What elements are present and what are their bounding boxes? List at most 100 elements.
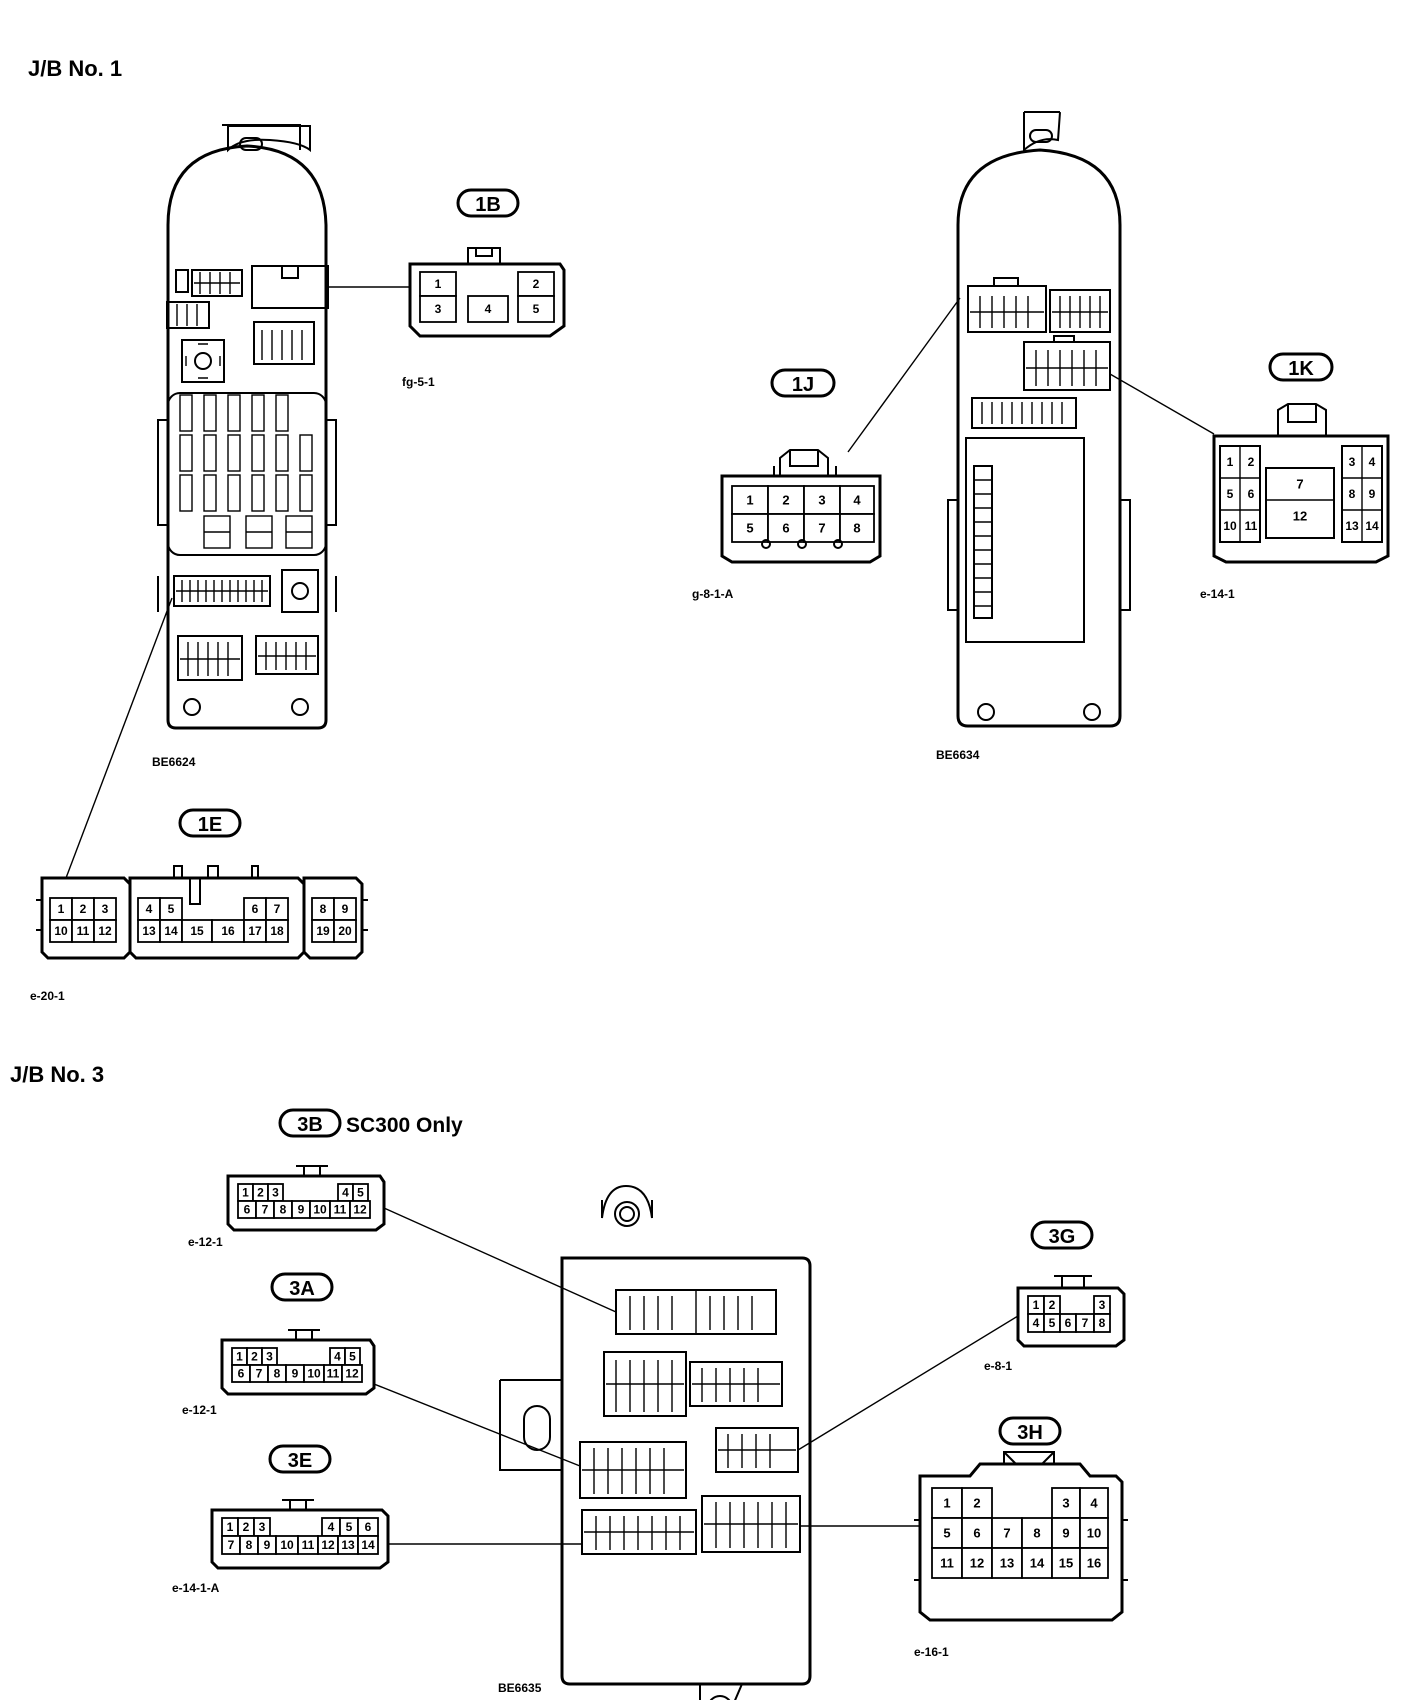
connector-3B-note: SC300 Only	[346, 1114, 463, 1137]
svg-text:1: 1	[58, 902, 65, 916]
svg-text:17: 17	[248, 924, 262, 938]
svg-text:6: 6	[1065, 1316, 1072, 1330]
tag-3B: 3B	[278, 1108, 342, 1138]
connector-1E: 1E 1 2 3 10 11 12 4 5 6 7 13 14 15 16 17…	[30, 808, 368, 1003]
svg-text:1: 1	[227, 1520, 234, 1534]
svg-text:1: 1	[943, 1496, 950, 1511]
svg-text:1: 1	[746, 493, 753, 508]
svg-text:4: 4	[1090, 1496, 1098, 1511]
svg-text:12: 12	[353, 1203, 367, 1217]
svg-text:16: 16	[1087, 1556, 1101, 1571]
svg-text:7: 7	[274, 902, 281, 916]
svg-text:15: 15	[1059, 1556, 1073, 1571]
svg-text:5: 5	[533, 302, 540, 316]
figure-code-jb3: BE6635	[498, 1681, 542, 1695]
svg-text:3: 3	[102, 902, 109, 916]
svg-text:2: 2	[533, 277, 540, 291]
svg-text:3: 3	[272, 1186, 279, 1200]
svg-text:14: 14	[1030, 1556, 1045, 1571]
connector-3E-code: e-14-1-A	[172, 1581, 220, 1595]
figure-code-right: BE6634	[936, 748, 980, 762]
svg-text:2: 2	[251, 1350, 258, 1364]
tag-3H: 3H	[998, 1416, 1062, 1446]
svg-text:1B: 1B	[475, 194, 501, 216]
svg-text:6: 6	[782, 521, 789, 536]
tag-3G: 3G	[1030, 1220, 1094, 1250]
svg-text:7: 7	[228, 1538, 235, 1552]
svg-text:16: 16	[221, 924, 235, 938]
svg-text:3: 3	[435, 302, 442, 316]
svg-text:2: 2	[257, 1186, 264, 1200]
connector-3A: 3A 1 2 3 4 5 6 7 8 9 10 11 12 e-12-1	[182, 1272, 376, 1417]
tag-1J: 1J	[770, 368, 836, 398]
connector-3H-code: e-16-1	[914, 1645, 949, 1659]
svg-text:8: 8	[320, 902, 327, 916]
jb1-left-box	[157, 124, 337, 730]
connector-1J-code: g-8-1-A	[692, 587, 734, 601]
connector-1B-code: fg-5-1	[402, 375, 435, 389]
svg-text:5: 5	[346, 1520, 353, 1534]
svg-text:8: 8	[1033, 1526, 1040, 1541]
svg-text:4: 4	[146, 902, 153, 916]
svg-text:7: 7	[262, 1203, 269, 1217]
tag-3A: 3A	[270, 1272, 334, 1302]
svg-text:3B: 3B	[297, 1114, 323, 1136]
svg-text:1: 1	[435, 277, 442, 291]
svg-text:9: 9	[298, 1203, 305, 1217]
svg-text:7: 7	[1003, 1526, 1010, 1541]
tag-1K: 1K	[1268, 352, 1334, 382]
connector-3A-code: e-12-1	[182, 1403, 217, 1417]
svg-text:3: 3	[818, 493, 825, 508]
svg-text:19: 19	[316, 924, 330, 938]
svg-text:13: 13	[1000, 1556, 1014, 1571]
svg-text:1: 1	[1033, 1298, 1040, 1312]
svg-text:6: 6	[1248, 487, 1255, 501]
connector-3G: 3G 1 2 3 4 5 6 7 8 e-8-1	[984, 1220, 1126, 1373]
svg-text:3H: 3H	[1017, 1422, 1043, 1444]
connector-1K-code: e-14-1	[1200, 587, 1235, 601]
svg-text:6: 6	[973, 1526, 980, 1541]
svg-text:1: 1	[242, 1186, 249, 1200]
svg-text:11: 11	[327, 1367, 340, 1381]
svg-text:9: 9	[342, 902, 349, 916]
svg-text:7: 7	[1296, 477, 1303, 492]
jb1-right-box	[947, 111, 1131, 728]
connector-3H: 3H 1 2 3 4 5 6 7 8 9 10 11 12 13 14 15 1…	[914, 1416, 1128, 1659]
svg-text:9: 9	[1369, 487, 1376, 501]
svg-text:12: 12	[970, 1556, 984, 1571]
connector-3B: 3B SC300 Only 1 2 3 4 5 6 7 8 9 10 11 12…	[188, 1108, 463, 1249]
svg-text:13: 13	[341, 1538, 355, 1552]
svg-text:2: 2	[1049, 1298, 1056, 1312]
connector-3G-code: e-8-1	[984, 1359, 1012, 1373]
svg-text:4: 4	[853, 493, 861, 508]
svg-text:9: 9	[1062, 1526, 1069, 1541]
svg-text:7: 7	[256, 1367, 263, 1381]
svg-text:9: 9	[264, 1538, 271, 1552]
svg-text:10: 10	[307, 1367, 321, 1381]
svg-text:3E: 3E	[288, 1450, 312, 1472]
figure-code-left: BE6624	[152, 755, 196, 769]
connector-1B: 1B 1 2 3 4 5 fg-5-1	[402, 188, 566, 389]
svg-text:8: 8	[853, 521, 860, 536]
svg-text:10: 10	[1223, 519, 1237, 533]
svg-text:6: 6	[238, 1367, 245, 1381]
svg-text:5: 5	[943, 1526, 950, 1541]
tag-3E: 3E	[268, 1444, 332, 1474]
svg-text:10: 10	[54, 924, 68, 938]
svg-text:4: 4	[342, 1186, 349, 1200]
svg-text:11: 11	[77, 924, 90, 938]
svg-text:3: 3	[259, 1520, 266, 1534]
svg-text:1: 1	[1227, 455, 1234, 469]
svg-text:14: 14	[361, 1538, 375, 1552]
svg-text:10: 10	[1087, 1526, 1101, 1541]
connector-3E: 3E 1 2 3 4 5 6 7 8 9 10 11 12 13 14 e-14…	[172, 1444, 390, 1595]
connector-1K: 1K 1 2 5 6 10 11 3 4 8 9 13 14 7 12 e-14…	[1200, 352, 1390, 601]
svg-text:5: 5	[746, 521, 753, 536]
svg-text:4: 4	[1369, 455, 1376, 469]
svg-text:2: 2	[973, 1496, 980, 1511]
svg-text:8: 8	[246, 1538, 253, 1552]
svg-text:5: 5	[357, 1186, 364, 1200]
svg-text:3: 3	[1062, 1496, 1069, 1511]
svg-text:3: 3	[1349, 455, 1356, 469]
